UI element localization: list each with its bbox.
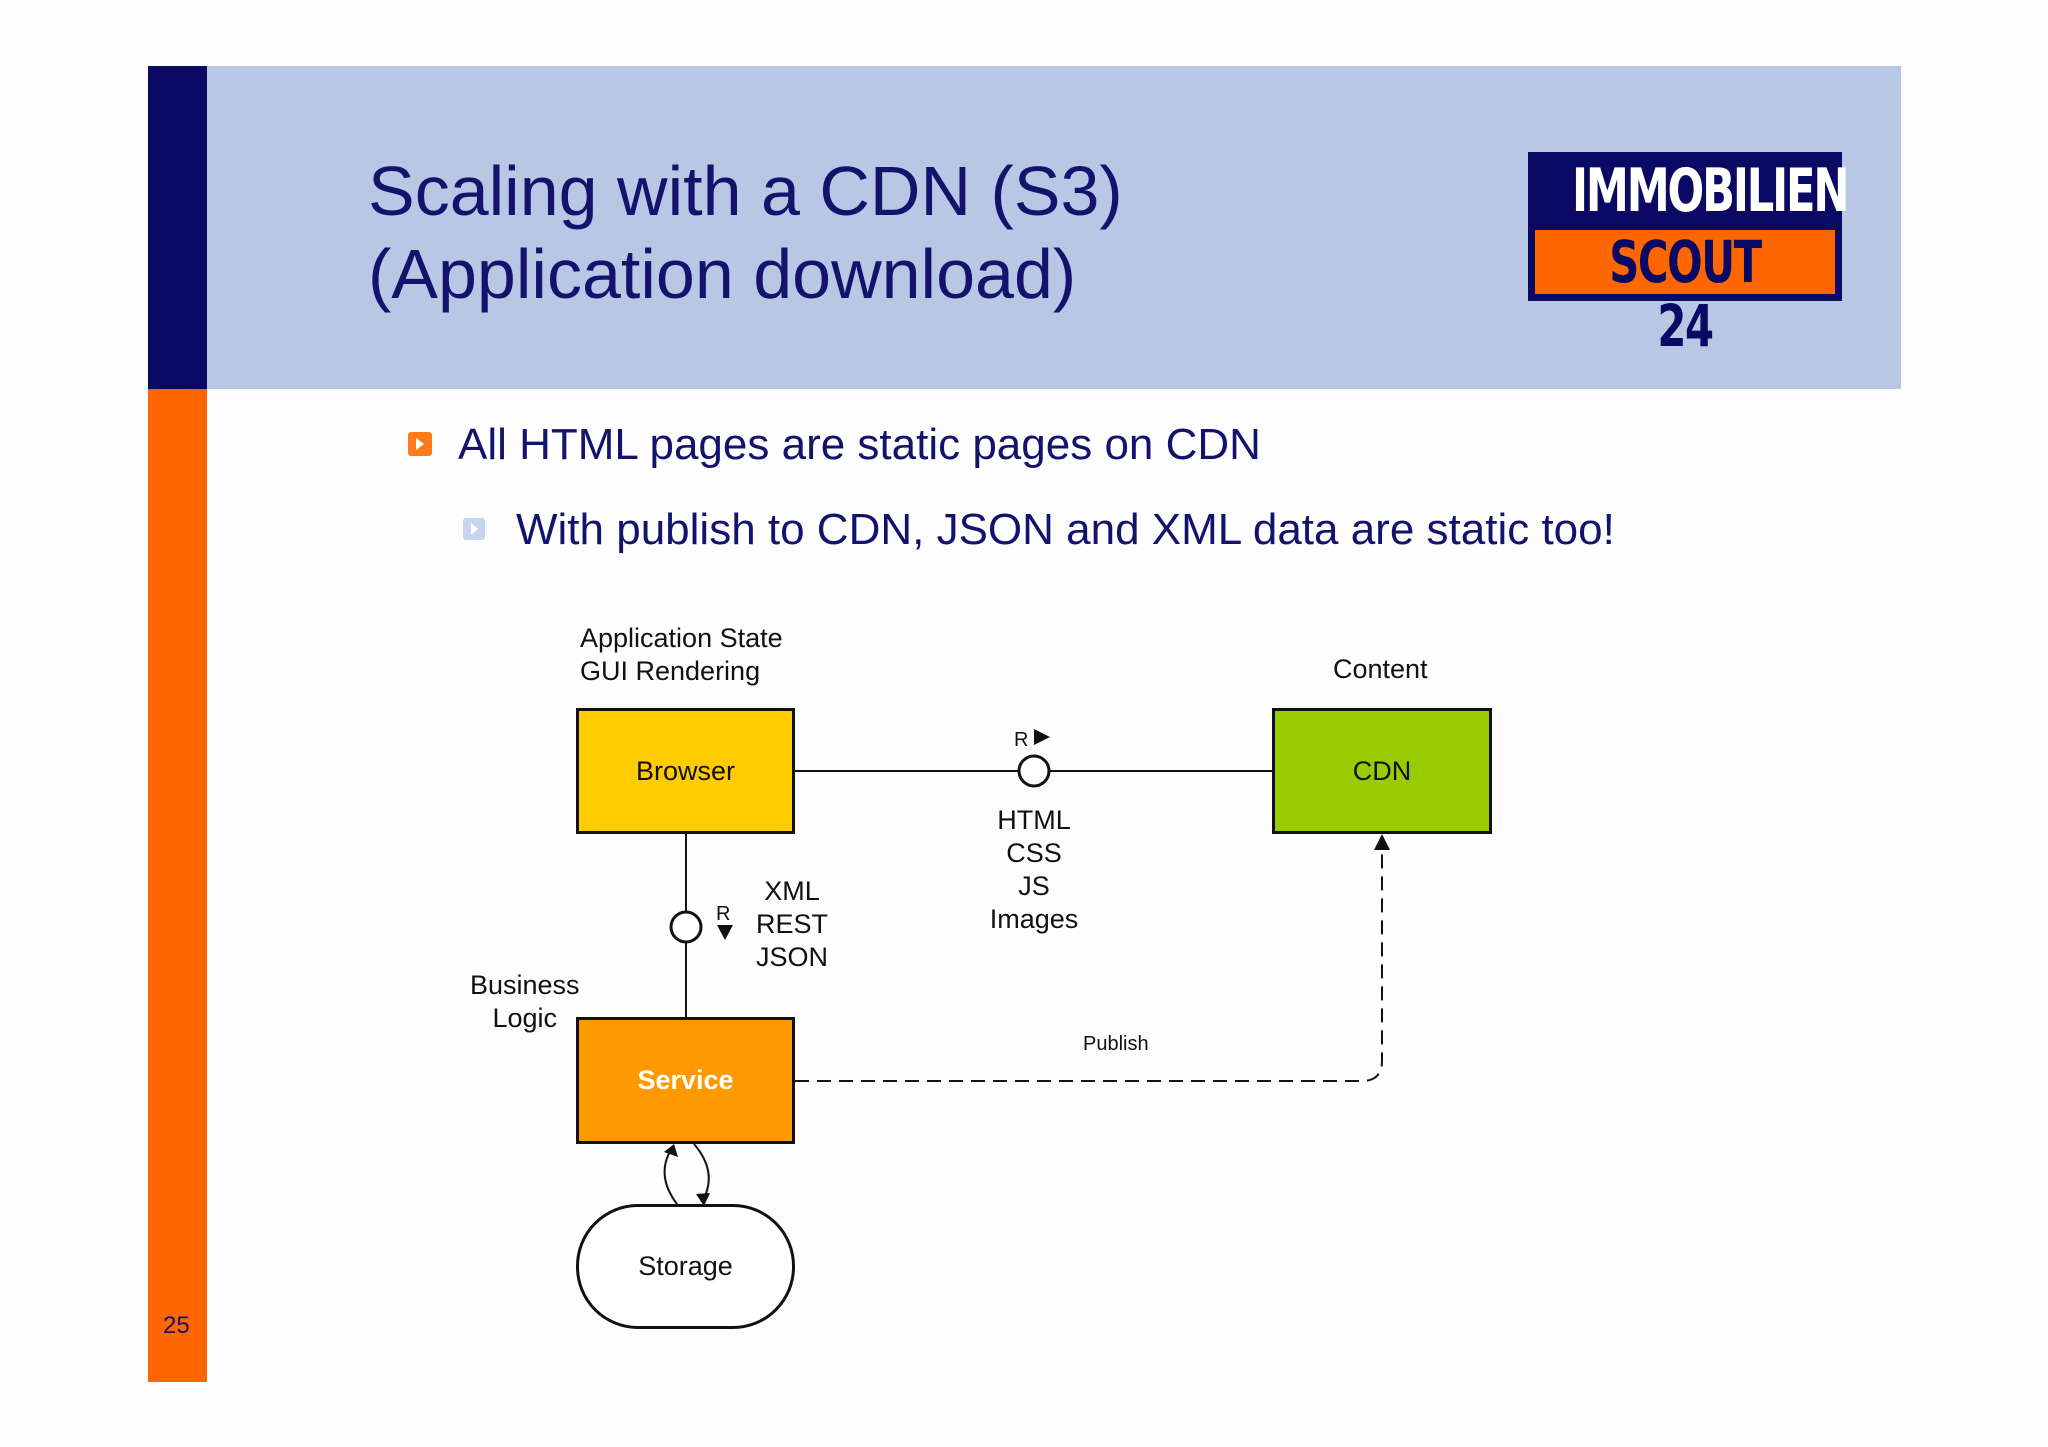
browser-service-interface-circle (669, 910, 703, 944)
service-caption-line2: Logic (492, 1003, 558, 1033)
service-protocol-list: XML REST JSON (752, 875, 832, 974)
bullet-arrow-icon (408, 432, 432, 456)
protocol-json: JSON (755, 942, 828, 972)
protocol-xml: XML (764, 876, 820, 906)
logo-line2: SCOUT 24 (1609, 228, 1762, 360)
protocol-rest: REST (755, 909, 828, 939)
service-caption: Business Logic (470, 969, 580, 1035)
browser-caption: Application State GUI Rendering (580, 622, 783, 688)
slide-title-line1: Scaling with a CDN (S3) (368, 152, 1123, 230)
storage-node: Storage (576, 1204, 795, 1329)
left-accent-bar-navy (148, 66, 207, 389)
immobilienscout24-logo: IMMOBILIEN SCOUT 24 (1528, 152, 1850, 358)
publish-arrow-up-icon (1374, 834, 1390, 850)
sub-bullet-arrow-icon (463, 518, 485, 540)
browser-caption-line2: GUI Rendering (580, 656, 761, 686)
left-accent-bar-orange (148, 389, 207, 1382)
request-label-top: R (1014, 729, 1029, 751)
cdn-protocol-list: HTML CSS JS Images (960, 804, 1108, 936)
storage-read-connector (663, 1147, 678, 1205)
protocol-images: Images (989, 904, 1079, 934)
cdn-caption: Content (1333, 654, 1428, 684)
protocol-css: CSS (1006, 838, 1062, 868)
bullet-level2: With publish to CDN, JSON and XML data a… (516, 505, 1615, 554)
slide-title-line2: (Application download) (368, 235, 1077, 313)
storage-write-arrow-icon (696, 1193, 710, 1206)
publish-dashed-connector (795, 850, 1383, 1082)
logo-line2-box: SCOUT 24 (1535, 230, 1835, 358)
browser-cdn-interface-circle (1017, 754, 1051, 788)
protocol-js: JS (1018, 871, 1050, 901)
browser-caption-line1: Application State (580, 623, 783, 653)
bullet-level1: All HTML pages are static pages on CDN (458, 420, 1261, 469)
protocol-html: HTML (997, 805, 1071, 835)
cdn-node: CDN (1272, 708, 1492, 834)
request-arrow-right-icon (1034, 729, 1050, 745)
storage-read-arrow-icon (664, 1144, 678, 1157)
request-label-side: R (716, 903, 731, 925)
page-number: 25 (163, 1312, 190, 1339)
publish-label: Publish (1083, 1033, 1149, 1055)
service-caption-line1: Business (470, 970, 580, 1000)
request-arrow-down-icon (717, 925, 733, 940)
storage-write-connector (693, 1143, 710, 1201)
slide-title: Scaling with a CDN (S3) (Application dow… (368, 150, 1123, 316)
browser-node: Browser (576, 708, 795, 834)
service-node: Service (576, 1017, 795, 1144)
